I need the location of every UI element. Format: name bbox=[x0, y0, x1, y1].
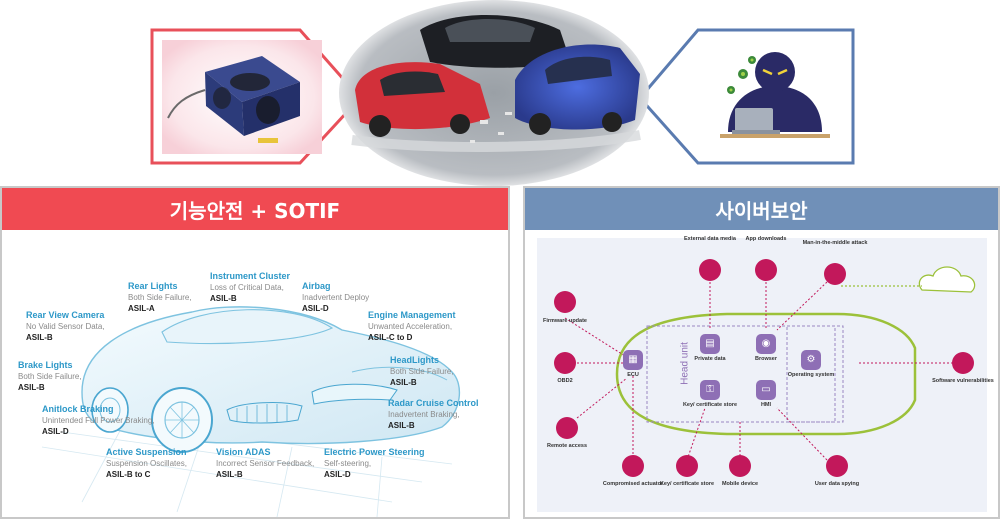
node-user-data-spying: User data spying bbox=[814, 481, 860, 487]
node-ecu: ▦ ECU bbox=[603, 350, 663, 379]
node-operating-system: ⚙ Operating system bbox=[781, 350, 841, 379]
node-external-media: External data media bbox=[684, 236, 736, 242]
node-compromised-actuator: Compromised actuator bbox=[602, 481, 664, 487]
screen-icon: ▭ bbox=[756, 380, 776, 400]
hacker-arrow bbox=[638, 28, 855, 165]
security-panel: 사이버보안 bbox=[523, 186, 1000, 519]
node-key-store-inner: ⚿ Key/ certificate store bbox=[680, 380, 740, 409]
front-wheel bbox=[151, 387, 213, 453]
security-diagram: Head unit External data media App downlo… bbox=[537, 236, 994, 512]
security-title: 사이버보안 bbox=[525, 188, 998, 230]
wireframe-car-illustration bbox=[41, 306, 461, 518]
node-app-downloads: App downloads bbox=[745, 236, 787, 242]
node-key-store-outer: Key/ certificate store bbox=[659, 481, 715, 487]
rear-wheel bbox=[91, 387, 129, 433]
car-body bbox=[81, 306, 461, 453]
browser-icon: ◉ bbox=[756, 334, 776, 354]
node-obd2: OBD2 bbox=[557, 378, 573, 384]
node-mitm-attack: Man-in-the-middle attack bbox=[802, 240, 868, 246]
security-lines bbox=[554, 259, 976, 477]
top-illustration bbox=[150, 0, 855, 186]
node-remote-access: Remote access bbox=[546, 443, 588, 449]
node-software-vulnerabilities: Software vulnerabilities bbox=[932, 378, 994, 384]
cloud-icon bbox=[918, 266, 976, 293]
key-icon: ⚿ bbox=[700, 380, 720, 400]
node-hmi: ▭ HMI bbox=[736, 380, 796, 409]
document-icon: ▤ bbox=[700, 334, 720, 354]
fire-battery-arrow bbox=[150, 28, 363, 165]
safety-panel: 기능안전 + SOTIF bbox=[0, 186, 510, 519]
crash-scene-image bbox=[339, 0, 649, 186]
node-browser: ◉ Browser bbox=[736, 334, 796, 363]
hacker-icon bbox=[720, 52, 830, 138]
safety-title: 기능안전 + SOTIF bbox=[2, 188, 508, 230]
node-mobile-device: Mobile device bbox=[721, 481, 759, 487]
chip-icon: ▦ bbox=[623, 350, 643, 370]
node-firmware-update: Firmware update bbox=[542, 318, 587, 324]
car-outline bbox=[615, 312, 917, 436]
head-unit-box bbox=[646, 325, 836, 423]
burnt-module-icon bbox=[167, 56, 300, 143]
node-private-data: ▤ Private data bbox=[680, 334, 740, 363]
gear-icon: ⚙ bbox=[801, 350, 821, 370]
node-dots bbox=[554, 259, 974, 477]
